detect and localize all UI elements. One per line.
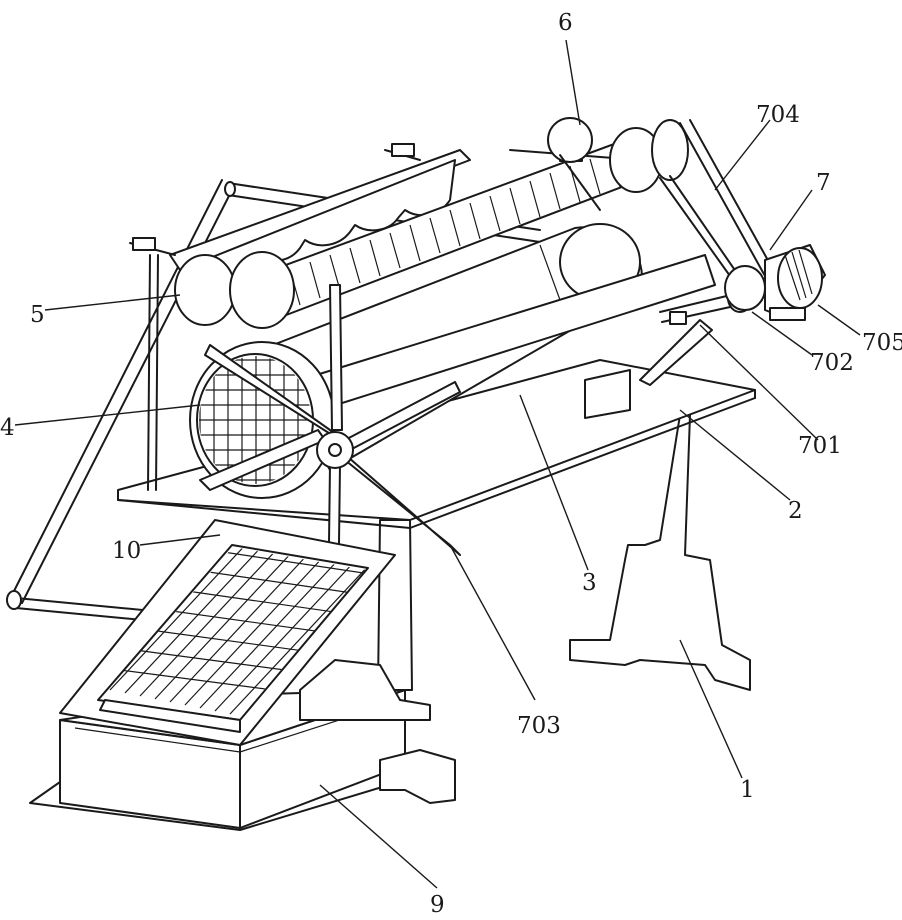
label-4: 4 bbox=[0, 415, 15, 441]
label-703: 703 bbox=[517, 713, 561, 739]
label-10: 10 bbox=[112, 538, 141, 564]
label-5: 5 bbox=[30, 302, 45, 328]
label-7: 7 bbox=[816, 170, 831, 196]
label-702: 702 bbox=[810, 350, 854, 376]
label-704: 704 bbox=[756, 102, 800, 128]
motor bbox=[765, 245, 825, 320]
label-6: 6 bbox=[558, 10, 573, 36]
label-9: 9 bbox=[430, 892, 445, 918]
label-2: 2 bbox=[788, 498, 803, 524]
label-705: 705 bbox=[862, 330, 902, 356]
label-1: 1 bbox=[740, 777, 755, 803]
label-3: 3 bbox=[582, 570, 597, 596]
label-701: 701 bbox=[798, 433, 842, 459]
